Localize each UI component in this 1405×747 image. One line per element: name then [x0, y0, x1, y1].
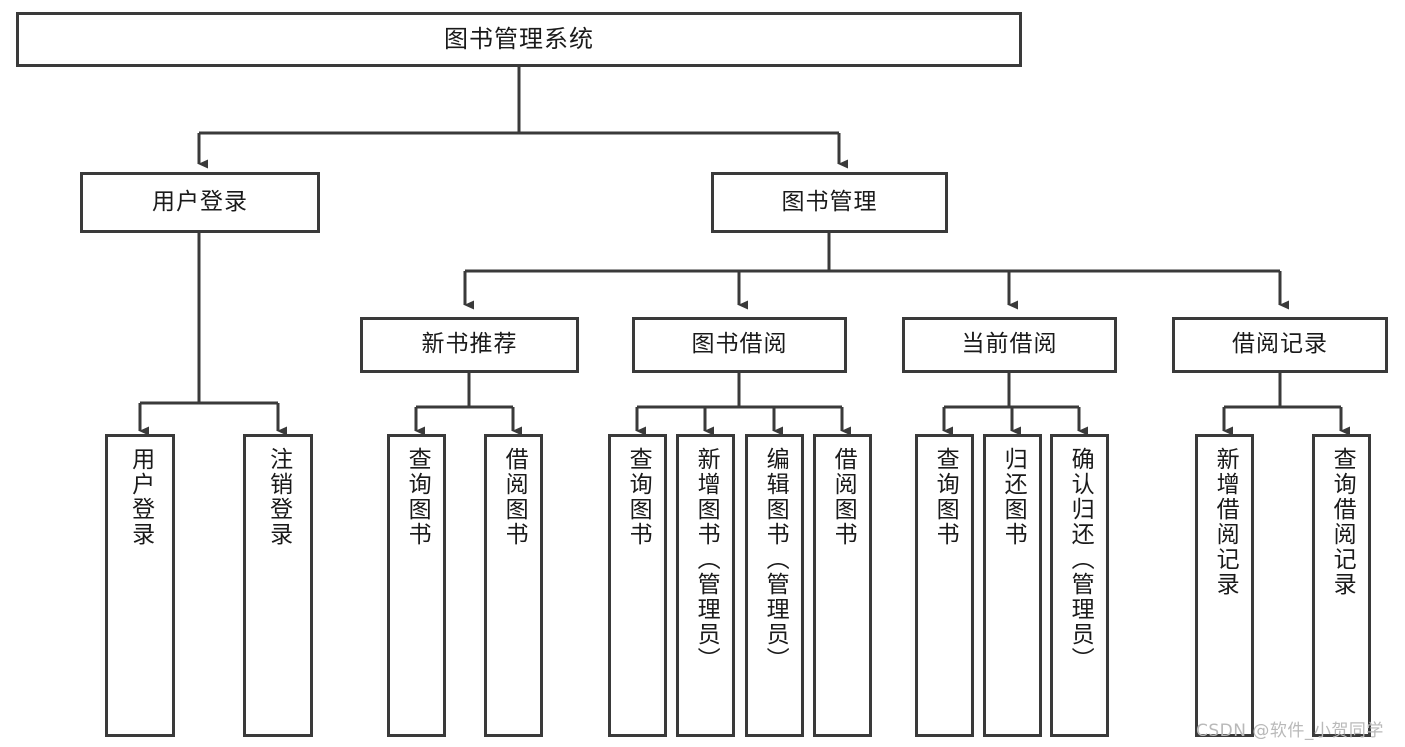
leaf-query-book-recommend[interactable]: 查询图书: [387, 434, 446, 737]
node-current-borrow[interactable]: 当前借阅: [902, 317, 1117, 373]
leaf-label: 新增借阅记录: [1212, 447, 1239, 597]
leaf-label: 查询借阅记录: [1329, 447, 1356, 597]
leaf-query-book-borrow[interactable]: 查询图书: [608, 434, 667, 737]
leaf-label: 编辑图书（管理员）: [762, 447, 789, 672]
leaf-label: 查询图书: [404, 447, 431, 547]
leaf-label: 借阅图书: [501, 447, 528, 547]
node-root-system[interactable]: 图书管理系统: [16, 12, 1022, 67]
leaf-label: 新增图书（管理员）: [693, 447, 720, 672]
leaf-borrow-book[interactable]: 借阅图书: [813, 434, 872, 737]
leaf-return-book[interactable]: 归还图书: [983, 434, 1042, 737]
leaf-logout-login[interactable]: 注销登录: [243, 434, 313, 737]
leaf-confirm-return-admin[interactable]: 确认归还（管理员）: [1050, 434, 1109, 737]
leaf-label: 查询图书: [932, 447, 959, 547]
leaf-user-login[interactable]: 用户登录: [105, 434, 175, 737]
leaf-label: 查询图书: [625, 447, 652, 547]
leaf-query-borrow-record[interactable]: 查询借阅记录: [1312, 434, 1371, 737]
leaf-add-borrow-record[interactable]: 新增借阅记录: [1195, 434, 1254, 737]
leaf-query-book-current[interactable]: 查询图书: [915, 434, 974, 737]
leaf-edit-book-admin[interactable]: 编辑图书（管理员）: [745, 434, 804, 737]
node-book-borrow[interactable]: 图书借阅: [632, 317, 847, 373]
node-new-book-recommend[interactable]: 新书推荐: [360, 317, 579, 373]
node-borrow-record[interactable]: 借阅记录: [1172, 317, 1388, 373]
node-user-login[interactable]: 用户登录: [80, 172, 320, 233]
leaf-add-book-admin[interactable]: 新增图书（管理员）: [676, 434, 735, 737]
leaf-label: 归还图书: [1000, 447, 1027, 547]
leaf-label: 确认归还（管理员）: [1067, 447, 1094, 672]
leaf-label: 用户登录: [127, 447, 154, 547]
leaf-borrow-book-recommend[interactable]: 借阅图书: [484, 434, 543, 737]
csdn-watermark: CSDN @软件_小贺同学: [1196, 721, 1384, 741]
leaf-label: 注销登录: [265, 447, 292, 547]
node-book-manage[interactable]: 图书管理: [711, 172, 948, 233]
leaf-label: 借阅图书: [830, 447, 857, 547]
